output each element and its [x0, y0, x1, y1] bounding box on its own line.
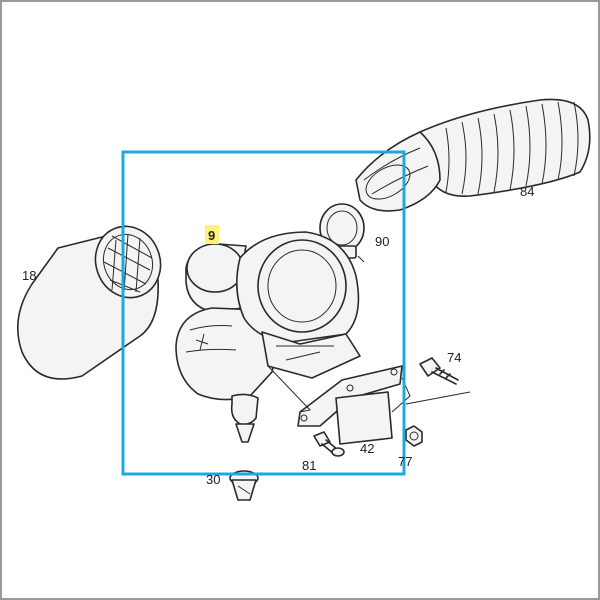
callout-label-81[interactable]: 81 [302, 458, 316, 473]
part-74-bolt[interactable] [419, 357, 459, 385]
callout-label-30[interactable]: 30 [206, 472, 220, 487]
leader-lines [267, 255, 471, 413]
callout-label-9[interactable]: 9 [208, 228, 215, 243]
callout-9-highlight [205, 225, 219, 244]
part-42-mounting-bracket[interactable] [297, 365, 403, 445]
part-9-filter-housing[interactable] [175, 231, 361, 443]
part-84-intake-hose[interactable] [355, 98, 591, 212]
callout-label-18[interactable]: 18 [22, 268, 36, 283]
selection-highlight-box [121, 150, 406, 476]
callout-label-77[interactable]: 77 [398, 454, 412, 469]
callout-label-74[interactable]: 74 [447, 350, 461, 365]
callout-label-84[interactable]: 84 [520, 184, 534, 199]
part-77-nut[interactable] [405, 425, 423, 447]
callout-label-42[interactable]: 42 [360, 441, 374, 456]
callout-label-90[interactable]: 90 [375, 234, 389, 249]
part-81-screw[interactable] [313, 431, 345, 457]
part-18-filter-cartridge[interactable] [16, 217, 171, 380]
